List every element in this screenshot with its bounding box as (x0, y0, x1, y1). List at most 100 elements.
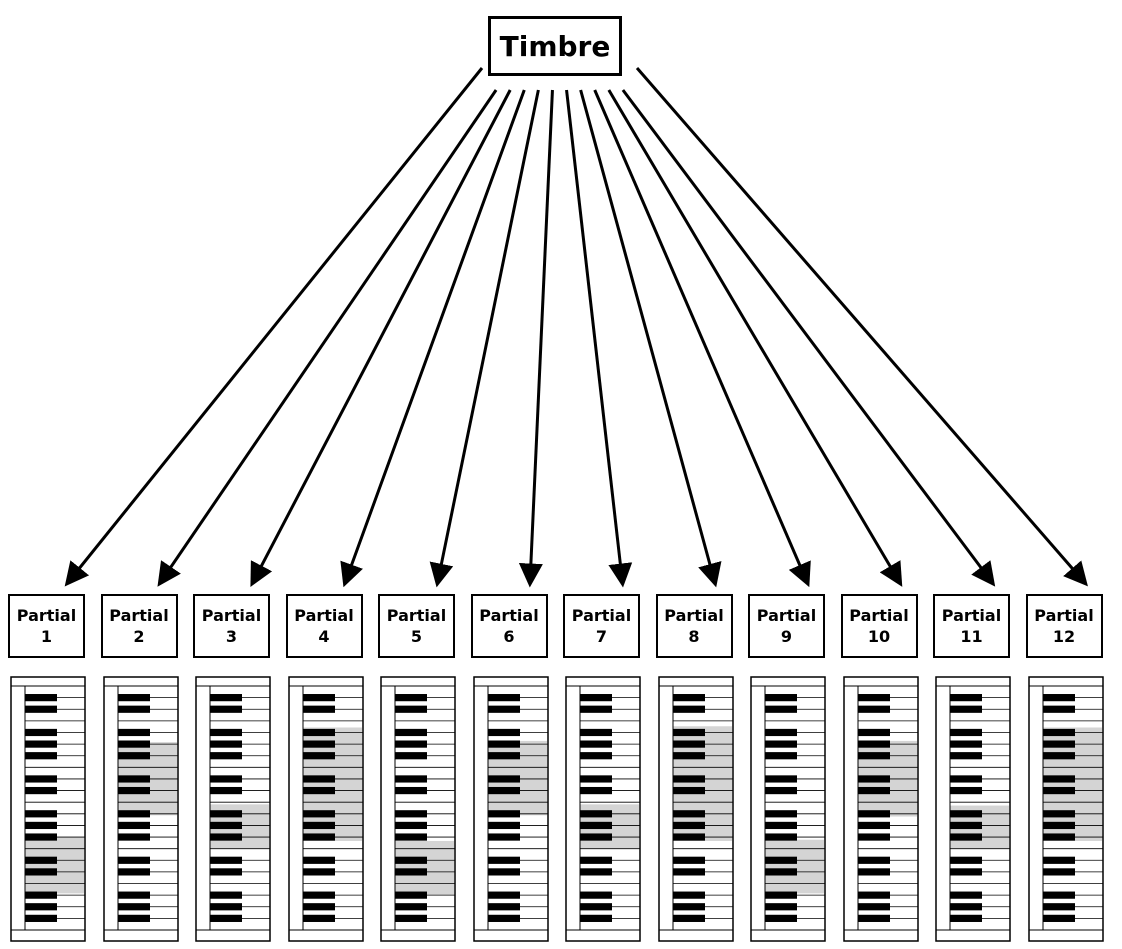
black-key (672, 786, 705, 795)
black-key (487, 914, 520, 922)
black-key (395, 821, 427, 830)
black-key (580, 821, 612, 830)
keyboard-frame (380, 676, 456, 942)
black-key (395, 728, 427, 737)
black-key (117, 810, 150, 818)
keyboard-partial-10 (842, 676, 919, 942)
arrow-timbre-to-partial-2 (157, 89, 498, 587)
black-key (765, 786, 797, 795)
black-key (1042, 752, 1075, 760)
partial-label: Partial (664, 606, 724, 625)
black-key (487, 705, 520, 713)
black-key (672, 903, 705, 911)
arrow-timbre-to-partial-7 (565, 89, 633, 588)
partial-label: Partial (109, 606, 169, 625)
black-key (950, 833, 982, 841)
black-key (950, 775, 982, 783)
black-key (25, 705, 57, 713)
black-key (950, 891, 982, 899)
black-key (672, 914, 705, 922)
black-key (672, 891, 705, 899)
black-key (25, 752, 57, 760)
black-key (210, 752, 242, 760)
timbre-label: Timbre (499, 29, 611, 63)
black-key (210, 891, 242, 899)
black-key (765, 728, 797, 737)
black-key (210, 868, 242, 876)
black-key (950, 903, 982, 911)
black-key (302, 752, 335, 760)
black-key (302, 728, 335, 737)
black-key (672, 856, 705, 864)
partial-label: Partial (201, 606, 262, 625)
keyboard-partial-2 (102, 676, 179, 942)
black-key (487, 856, 520, 864)
partial-node-2: Partial 2 (100, 594, 178, 658)
keyboard-frame (10, 676, 86, 942)
partial-label: Partial (294, 606, 354, 625)
black-key (857, 856, 890, 864)
black-key (857, 694, 890, 702)
black-key (672, 775, 705, 783)
black-key (395, 786, 427, 795)
black-key (580, 810, 612, 818)
partial-number: 12 (1052, 627, 1076, 646)
black-key (117, 694, 150, 702)
partial-number: 1 (40, 627, 53, 646)
partial-number: 5 (410, 627, 423, 646)
black-key (857, 740, 890, 748)
partial-node-12: Partial 12 (1025, 594, 1103, 658)
black-key (950, 914, 982, 922)
black-key (765, 914, 797, 922)
arrow-timbre-to-partial-9 (593, 89, 811, 588)
black-key (765, 821, 797, 830)
black-key (765, 775, 797, 783)
partial-number: 6 (503, 627, 515, 646)
black-key (950, 810, 982, 818)
black-key (25, 740, 57, 748)
black-key (117, 752, 150, 760)
partial-number: 2 (133, 627, 145, 646)
black-key (117, 891, 150, 899)
black-key (765, 868, 797, 876)
black-key (25, 914, 57, 922)
black-key (1042, 705, 1075, 713)
black-key (672, 728, 705, 737)
black-key (672, 740, 705, 748)
keyboard-partial-9 (750, 676, 826, 942)
partial-label: Partial (571, 606, 632, 625)
black-key (765, 694, 797, 702)
black-key (487, 740, 520, 748)
black-key (765, 705, 797, 713)
black-key (210, 903, 242, 911)
partial-label: Partial (1034, 606, 1094, 625)
black-key (672, 821, 705, 830)
black-key (580, 752, 612, 760)
arrow-timbre-to-partial-8 (579, 89, 722, 588)
black-key (117, 903, 150, 911)
black-key (765, 903, 797, 911)
arrow-timbre-to-partial-3 (250, 89, 512, 587)
black-key (302, 914, 335, 922)
timbre-node: Timbre (488, 16, 622, 76)
black-key (302, 810, 335, 818)
black-key (487, 775, 520, 783)
keyboard-partial-4 (287, 676, 364, 942)
black-key (950, 856, 982, 864)
black-key (765, 856, 797, 864)
black-key (487, 821, 520, 830)
black-key (765, 740, 797, 748)
black-key (25, 856, 57, 864)
black-key (1042, 740, 1075, 748)
black-key (765, 891, 797, 899)
black-key (672, 752, 705, 760)
keyboard-partial-1 (10, 676, 86, 942)
black-key (1042, 833, 1075, 841)
black-key (1042, 903, 1075, 911)
black-key (395, 914, 427, 922)
